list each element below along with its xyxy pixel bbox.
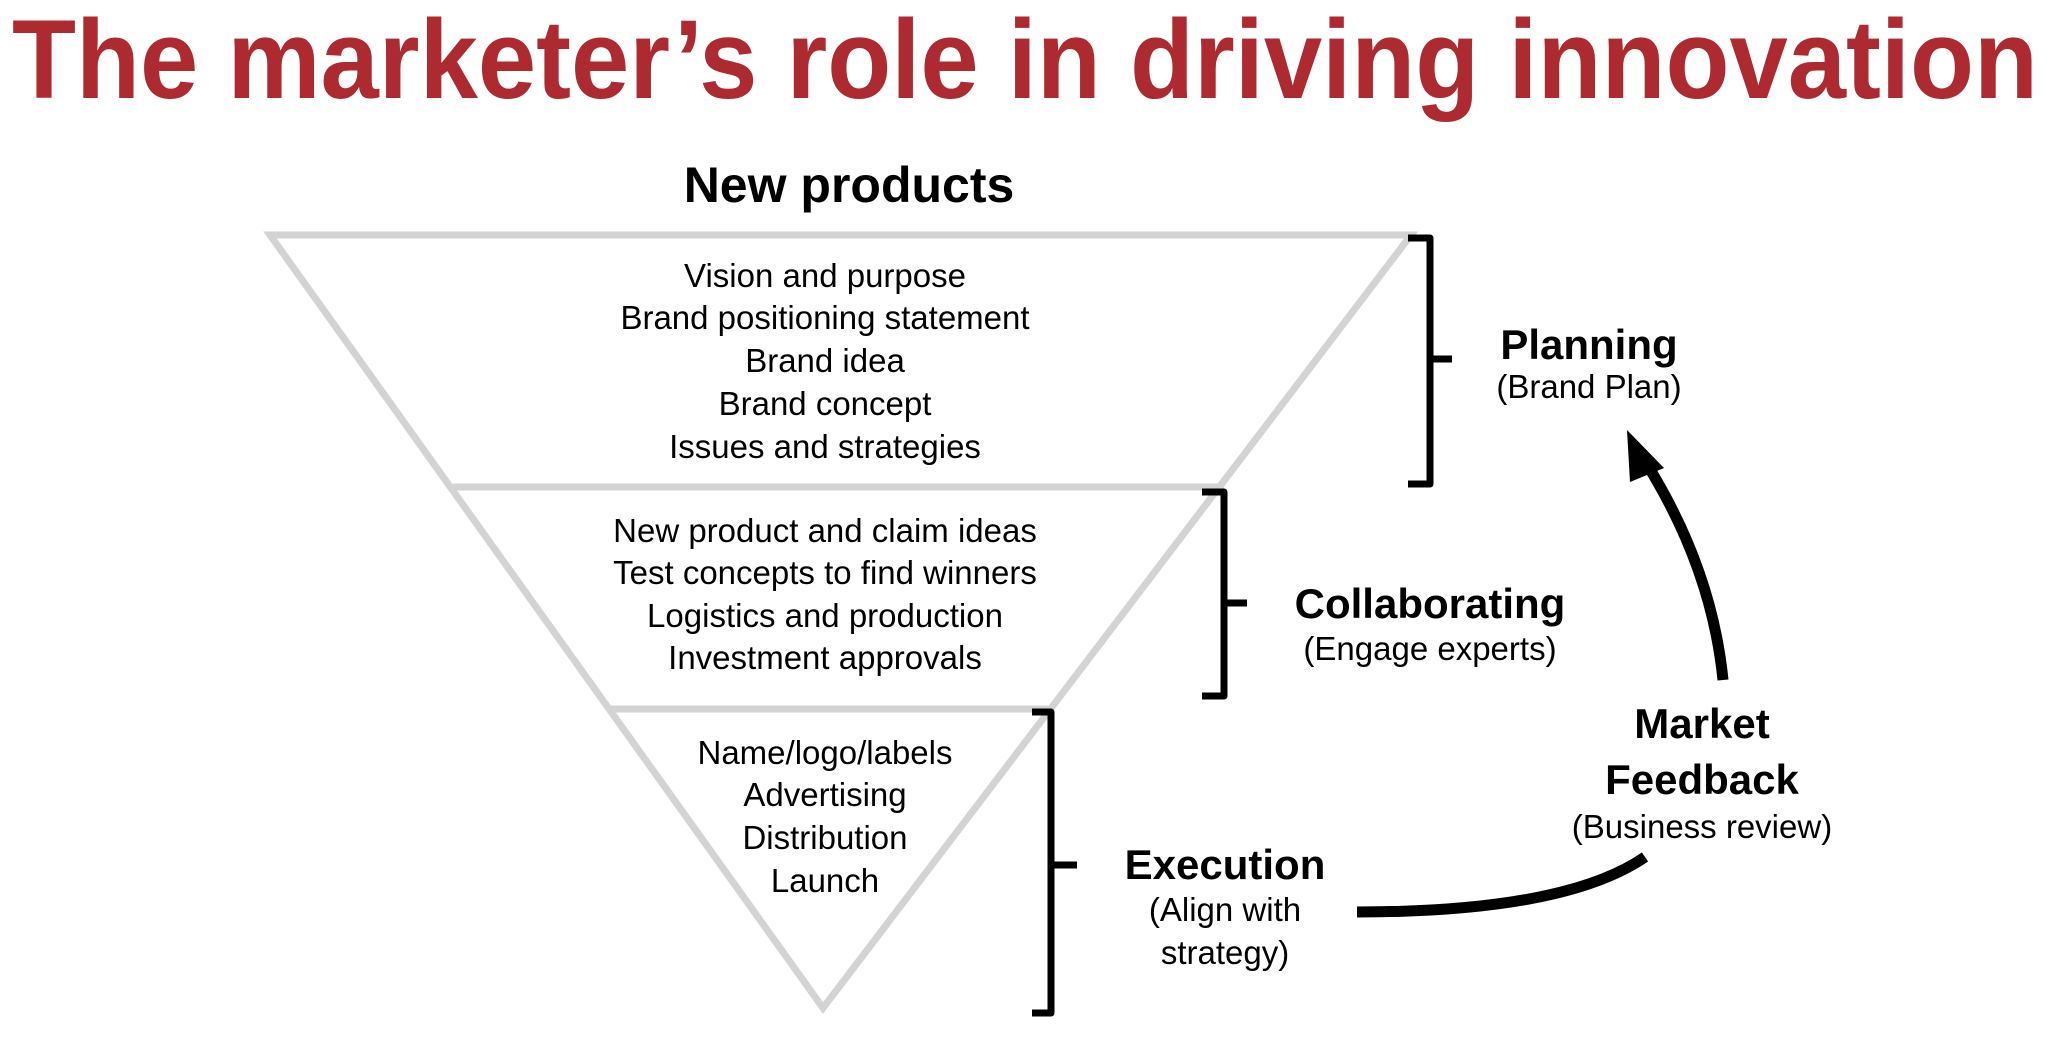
list-item: Issues and strategies	[669, 428, 981, 465]
planning-bracket	[1408, 234, 1452, 488]
funnel-heading: New products	[684, 157, 1015, 213]
execution-label: Execution	[1125, 841, 1326, 888]
execution-sublabel: (Align with	[1149, 891, 1301, 928]
list-item: Distribution	[742, 819, 907, 856]
feedback-label: Market	[1634, 700, 1769, 747]
list-item: Brand idea	[745, 342, 905, 379]
execution-bracket	[1032, 708, 1077, 1017]
funnel-section-planning: Vision and purpose Brand positioning sta…	[620, 257, 1029, 465]
list-item: Logistics and production	[647, 597, 1003, 634]
planning-label: Planning	[1500, 321, 1677, 368]
page-title: The marketer’s role in driving innovatio…	[12, 0, 2038, 122]
collaborating-bracket	[1202, 488, 1247, 700]
funnel-shape	[263, 231, 1419, 1014]
funnel-section-collaborating: New product and claim ideas Test concept…	[613, 512, 1037, 676]
list-item: Vision and purpose	[684, 257, 966, 294]
list-item: Brand concept	[719, 385, 932, 422]
collaborating-sublabel: (Engage experts)	[1303, 630, 1556, 667]
list-item: Test concepts to find winners	[613, 554, 1037, 591]
feedback-arrow-icon	[1356, 852, 1649, 918]
execution-sublabel: strategy)	[1161, 934, 1289, 971]
collaborating-label: Collaborating	[1295, 580, 1566, 627]
feedback-sublabel: (Business review)	[1572, 808, 1832, 845]
list-item: Launch	[771, 862, 879, 899]
list-item: New product and claim ideas	[613, 512, 1037, 549]
feedback-label: Feedback	[1605, 756, 1799, 803]
arrow-up-icon	[1627, 430, 1729, 681]
list-item: Brand positioning statement	[620, 299, 1029, 336]
list-item: Advertising	[743, 776, 906, 813]
planning-sublabel: (Brand Plan)	[1496, 368, 1681, 405]
list-item: Investment approvals	[668, 639, 982, 676]
list-item: Name/logo/labels	[698, 734, 953, 771]
funnel-section-execution: Name/logo/labels Advertising Distributio…	[698, 734, 953, 899]
